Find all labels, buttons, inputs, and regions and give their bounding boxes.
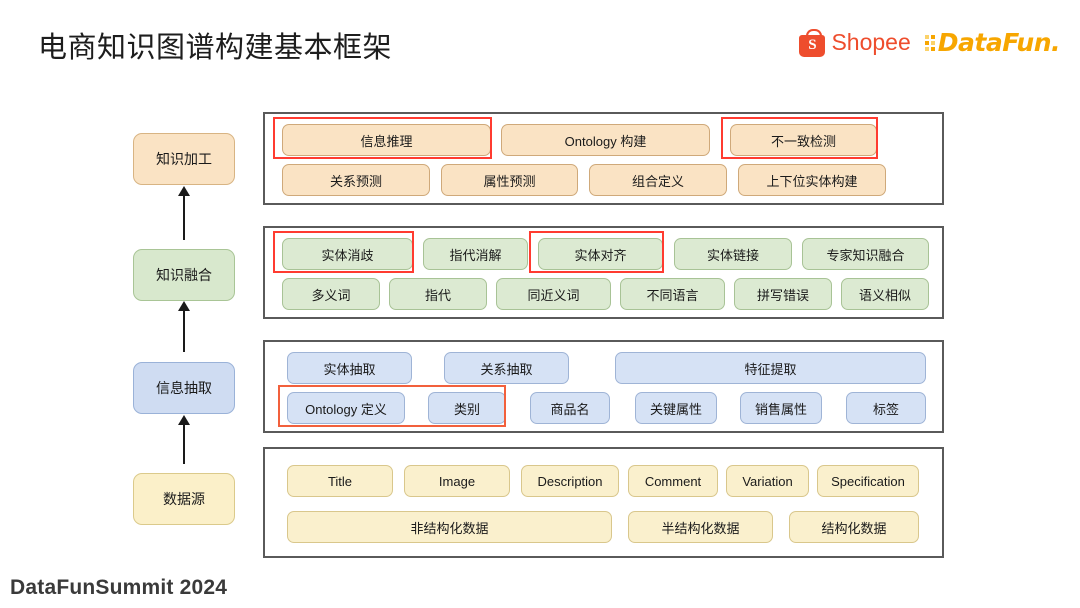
datafun-logo: DataFun.: [924, 28, 1061, 57]
arrow-source-to-extraction: [178, 415, 190, 464]
node-label: Description: [537, 473, 603, 489]
node-semistructured-data[interactable]: 半结构化数据: [628, 511, 773, 543]
node-label: Ontology 定义: [305, 401, 387, 417]
node-label: 特征提取: [744, 361, 797, 377]
node-shiti-duiqi[interactable]: 实体对齐: [538, 238, 663, 270]
arrow-fusion-to-processing: [178, 186, 190, 240]
node-zhidai[interactable]: 指代: [389, 278, 487, 310]
arrow-extraction-to-fusion: [178, 301, 190, 352]
shopee-logo: S Shopee: [799, 28, 911, 57]
node-label: 结构化数据: [821, 520, 887, 536]
stage-label: 知识融合: [156, 267, 212, 283]
node-image[interactable]: Image: [404, 465, 510, 497]
node-unstructured-data[interactable]: 非结构化数据: [287, 511, 612, 543]
node-butongyuyan[interactable]: 不同语言: [620, 278, 725, 310]
node-guanxi-yuce[interactable]: 关系预测: [282, 164, 430, 196]
node-label: 组合定义: [631, 173, 684, 189]
node-label: Comment: [644, 473, 702, 489]
node-label: 专家知识融合: [826, 247, 905, 263]
node-xiaoshou-shuxing[interactable]: 销售属性: [740, 392, 822, 424]
node-label: 多义词: [311, 287, 351, 303]
stage-label: 数据源: [163, 491, 205, 507]
node-zuhe-dingyi[interactable]: 组合定义: [589, 164, 727, 196]
node-label: 指代: [424, 287, 451, 303]
node-label: 实体对齐: [574, 247, 627, 263]
node-biaoqian[interactable]: 标签: [846, 392, 926, 424]
node-yuyi-xiangsi[interactable]: 语义相似: [841, 278, 929, 310]
node-label: 同近义词: [527, 287, 580, 303]
node-shiti-lianjie[interactable]: 实体链接: [674, 238, 792, 270]
node-title[interactable]: Title: [287, 465, 393, 497]
node-ontology-goujian[interactable]: Ontology 构建: [501, 124, 710, 156]
node-ontology-dingyi[interactable]: Ontology 定义: [287, 392, 405, 424]
node-label: 销售属性: [754, 401, 807, 417]
datafun-dots-icon: [924, 34, 935, 51]
node-label: 实体抽取: [323, 361, 376, 377]
node-label: 拼写错误: [756, 287, 809, 303]
node-label: 商品名: [550, 401, 590, 417]
stage-information-extraction[interactable]: 信息抽取: [133, 362, 235, 414]
node-shiti-xiaoqi[interactable]: 实体消歧: [282, 238, 413, 270]
stage-knowledge-processing[interactable]: 知识加工: [133, 133, 235, 185]
node-buyizhi-jiance[interactable]: 不一致检测: [730, 124, 877, 156]
shopee-bag-icon: S: [799, 28, 826, 57]
node-label: 关系抽取: [480, 361, 533, 377]
node-xinxituili[interactable]: 信息推理: [282, 124, 491, 156]
node-label: 指代消解: [449, 247, 502, 263]
group-information-extraction: 实体抽取 关系抽取 特征提取 Ontology 定义 类别 商品名 关键属性 销…: [263, 340, 944, 433]
node-guanxi-chouqu[interactable]: 关系抽取: [444, 352, 569, 384]
node-shiti-chouqu[interactable]: 实体抽取: [287, 352, 412, 384]
node-label: 语义相似: [858, 287, 911, 303]
node-label: Title: [327, 473, 353, 489]
node-label: 半结构化数据: [661, 520, 740, 536]
node-zhuanjia-zhishi-ronghe[interactable]: 专家知识融合: [802, 238, 929, 270]
node-comment[interactable]: Comment: [628, 465, 718, 497]
stage-knowledge-fusion[interactable]: 知识融合: [133, 249, 235, 301]
stage-label: 知识加工: [156, 151, 212, 167]
node-label: 实体链接: [706, 247, 759, 263]
group-knowledge-processing: 信息推理 Ontology 构建 不一致检测 关系预测 属性预测 组合定义 上下…: [263, 112, 944, 205]
shopee-wordmark: Shopee: [831, 29, 911, 55]
node-shuxing-yuce[interactable]: 属性预测: [441, 164, 578, 196]
node-label: Image: [438, 473, 476, 489]
node-label: 类别: [453, 401, 480, 417]
brand-bar: S Shopee DataFun.: [799, 28, 1061, 57]
group-data-source: Title Image Description Comment Variatio…: [263, 447, 944, 558]
node-leibie[interactable]: 类别: [428, 392, 506, 424]
node-label: 不一致检测: [770, 133, 836, 149]
node-shangxiawei-shiti[interactable]: 上下位实体构建: [738, 164, 886, 196]
stage-label: 信息抽取: [156, 380, 212, 396]
node-label: 上下位实体构建: [766, 173, 858, 189]
stage-data-source[interactable]: 数据源: [133, 473, 235, 525]
node-tezheng-tiqu[interactable]: 特征提取: [615, 352, 926, 384]
node-label: 不同语言: [646, 287, 699, 303]
node-specification[interactable]: Specification: [817, 465, 919, 497]
node-label: Specification: [831, 473, 905, 489]
node-duoyici[interactable]: 多义词: [282, 278, 380, 310]
group-knowledge-fusion: 实体消歧 指代消解 实体对齐 实体链接 专家知识融合 多义词 指代 同近义词 不…: [263, 226, 944, 319]
node-label: 关系预测: [329, 173, 382, 189]
node-label: 标签: [872, 401, 899, 417]
node-tongjinyici[interactable]: 同近义词: [496, 278, 611, 310]
shopee-s-glyph: S: [808, 37, 817, 53]
node-label: 关键属性: [649, 401, 702, 417]
node-pinxie-cuowu[interactable]: 拼写错误: [734, 278, 832, 310]
node-zhidai-xiaojie[interactable]: 指代消解: [423, 238, 528, 270]
node-shangpinming[interactable]: 商品名: [530, 392, 610, 424]
node-label: Variation: [742, 473, 793, 489]
footer-text: DataFunSummit 2024: [10, 576, 228, 599]
node-label: 信息推理: [360, 133, 413, 149]
node-label: Ontology 构建: [564, 133, 647, 149]
node-structured-data[interactable]: 结构化数据: [789, 511, 919, 543]
datafun-wordmark: DataFun.: [937, 28, 1061, 57]
node-description[interactable]: Description: [521, 465, 619, 497]
node-guanjian-shuxing[interactable]: 关键属性: [635, 392, 717, 424]
node-label: 实体消歧: [321, 247, 374, 263]
node-label: 非结构化数据: [410, 520, 489, 536]
page-title: 电商知识图谱构建基本框架: [38, 32, 393, 64]
node-variation[interactable]: Variation: [726, 465, 809, 497]
node-label: 属性预测: [483, 173, 536, 189]
